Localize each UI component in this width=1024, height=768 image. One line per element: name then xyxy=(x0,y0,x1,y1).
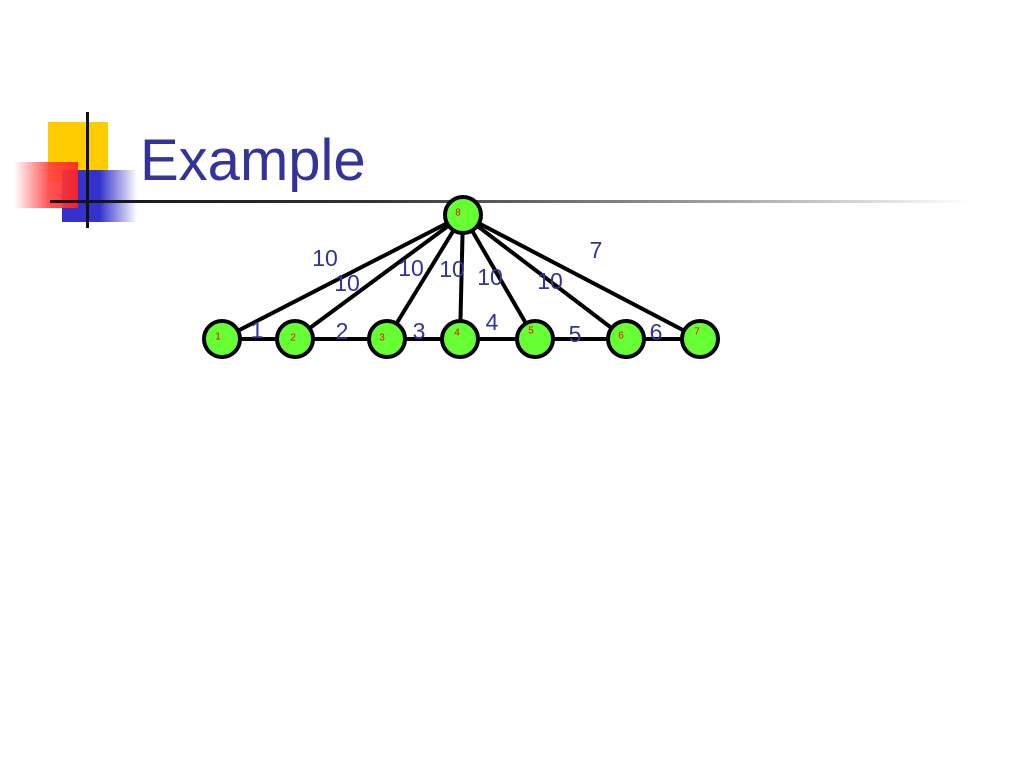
edge-weight-8-3: 10 xyxy=(398,255,424,281)
edge-8-5 xyxy=(461,213,537,341)
edge-8-4 xyxy=(458,213,465,341)
edge-weight-6-7: 6 xyxy=(650,319,663,345)
edge-8-3 xyxy=(385,213,465,341)
edge-weight-4-5: 4 xyxy=(486,309,499,335)
node-8 xyxy=(443,195,483,235)
node-3 xyxy=(367,319,407,359)
node-label-7: 7 xyxy=(694,327,700,338)
title-underline-rule xyxy=(50,200,970,203)
node-7 xyxy=(680,319,720,359)
node-label-5: 5 xyxy=(528,326,534,337)
node-4 xyxy=(440,319,480,359)
edge-8-1 xyxy=(220,213,465,341)
edge-8-2 xyxy=(293,213,465,341)
node-5 xyxy=(515,319,555,359)
edge-8-6 xyxy=(461,213,628,341)
node-2 xyxy=(275,319,315,359)
edge-weight-8-7: 7 xyxy=(590,237,603,263)
edge-8-7 xyxy=(461,213,702,341)
edge-weight-8-2: 10 xyxy=(334,270,360,296)
node-label-8: 8 xyxy=(455,208,461,219)
slide-title: Example xyxy=(140,128,366,193)
node-label-3: 3 xyxy=(379,333,385,344)
node-label-1: 1 xyxy=(215,332,221,343)
edge-weight-8-5: 10 xyxy=(477,264,503,290)
edge-weight-2-3: 2 xyxy=(336,318,349,344)
template-logo xyxy=(14,112,137,228)
graph-diagram: 1 2 3 4 5 6 7 8 10 10 10 10 10 10 7 1 2 … xyxy=(202,195,720,359)
edge-weight-8-6: 10 xyxy=(537,268,563,294)
edge-weight-3-4: 3 xyxy=(413,318,426,344)
node-label-6: 6 xyxy=(618,331,624,342)
node-label-2: 2 xyxy=(290,333,296,344)
edge-weight-1-2: 1 xyxy=(251,317,264,343)
edge-weight-5-6: 5 xyxy=(569,321,582,347)
node-label-4: 4 xyxy=(454,328,460,339)
node-1 xyxy=(202,319,242,359)
node-6 xyxy=(606,319,646,359)
edge-weight-8-4: 10 xyxy=(439,256,465,282)
edge-weight-8-1: 10 xyxy=(312,245,338,271)
logo-vertical-line xyxy=(86,112,89,228)
